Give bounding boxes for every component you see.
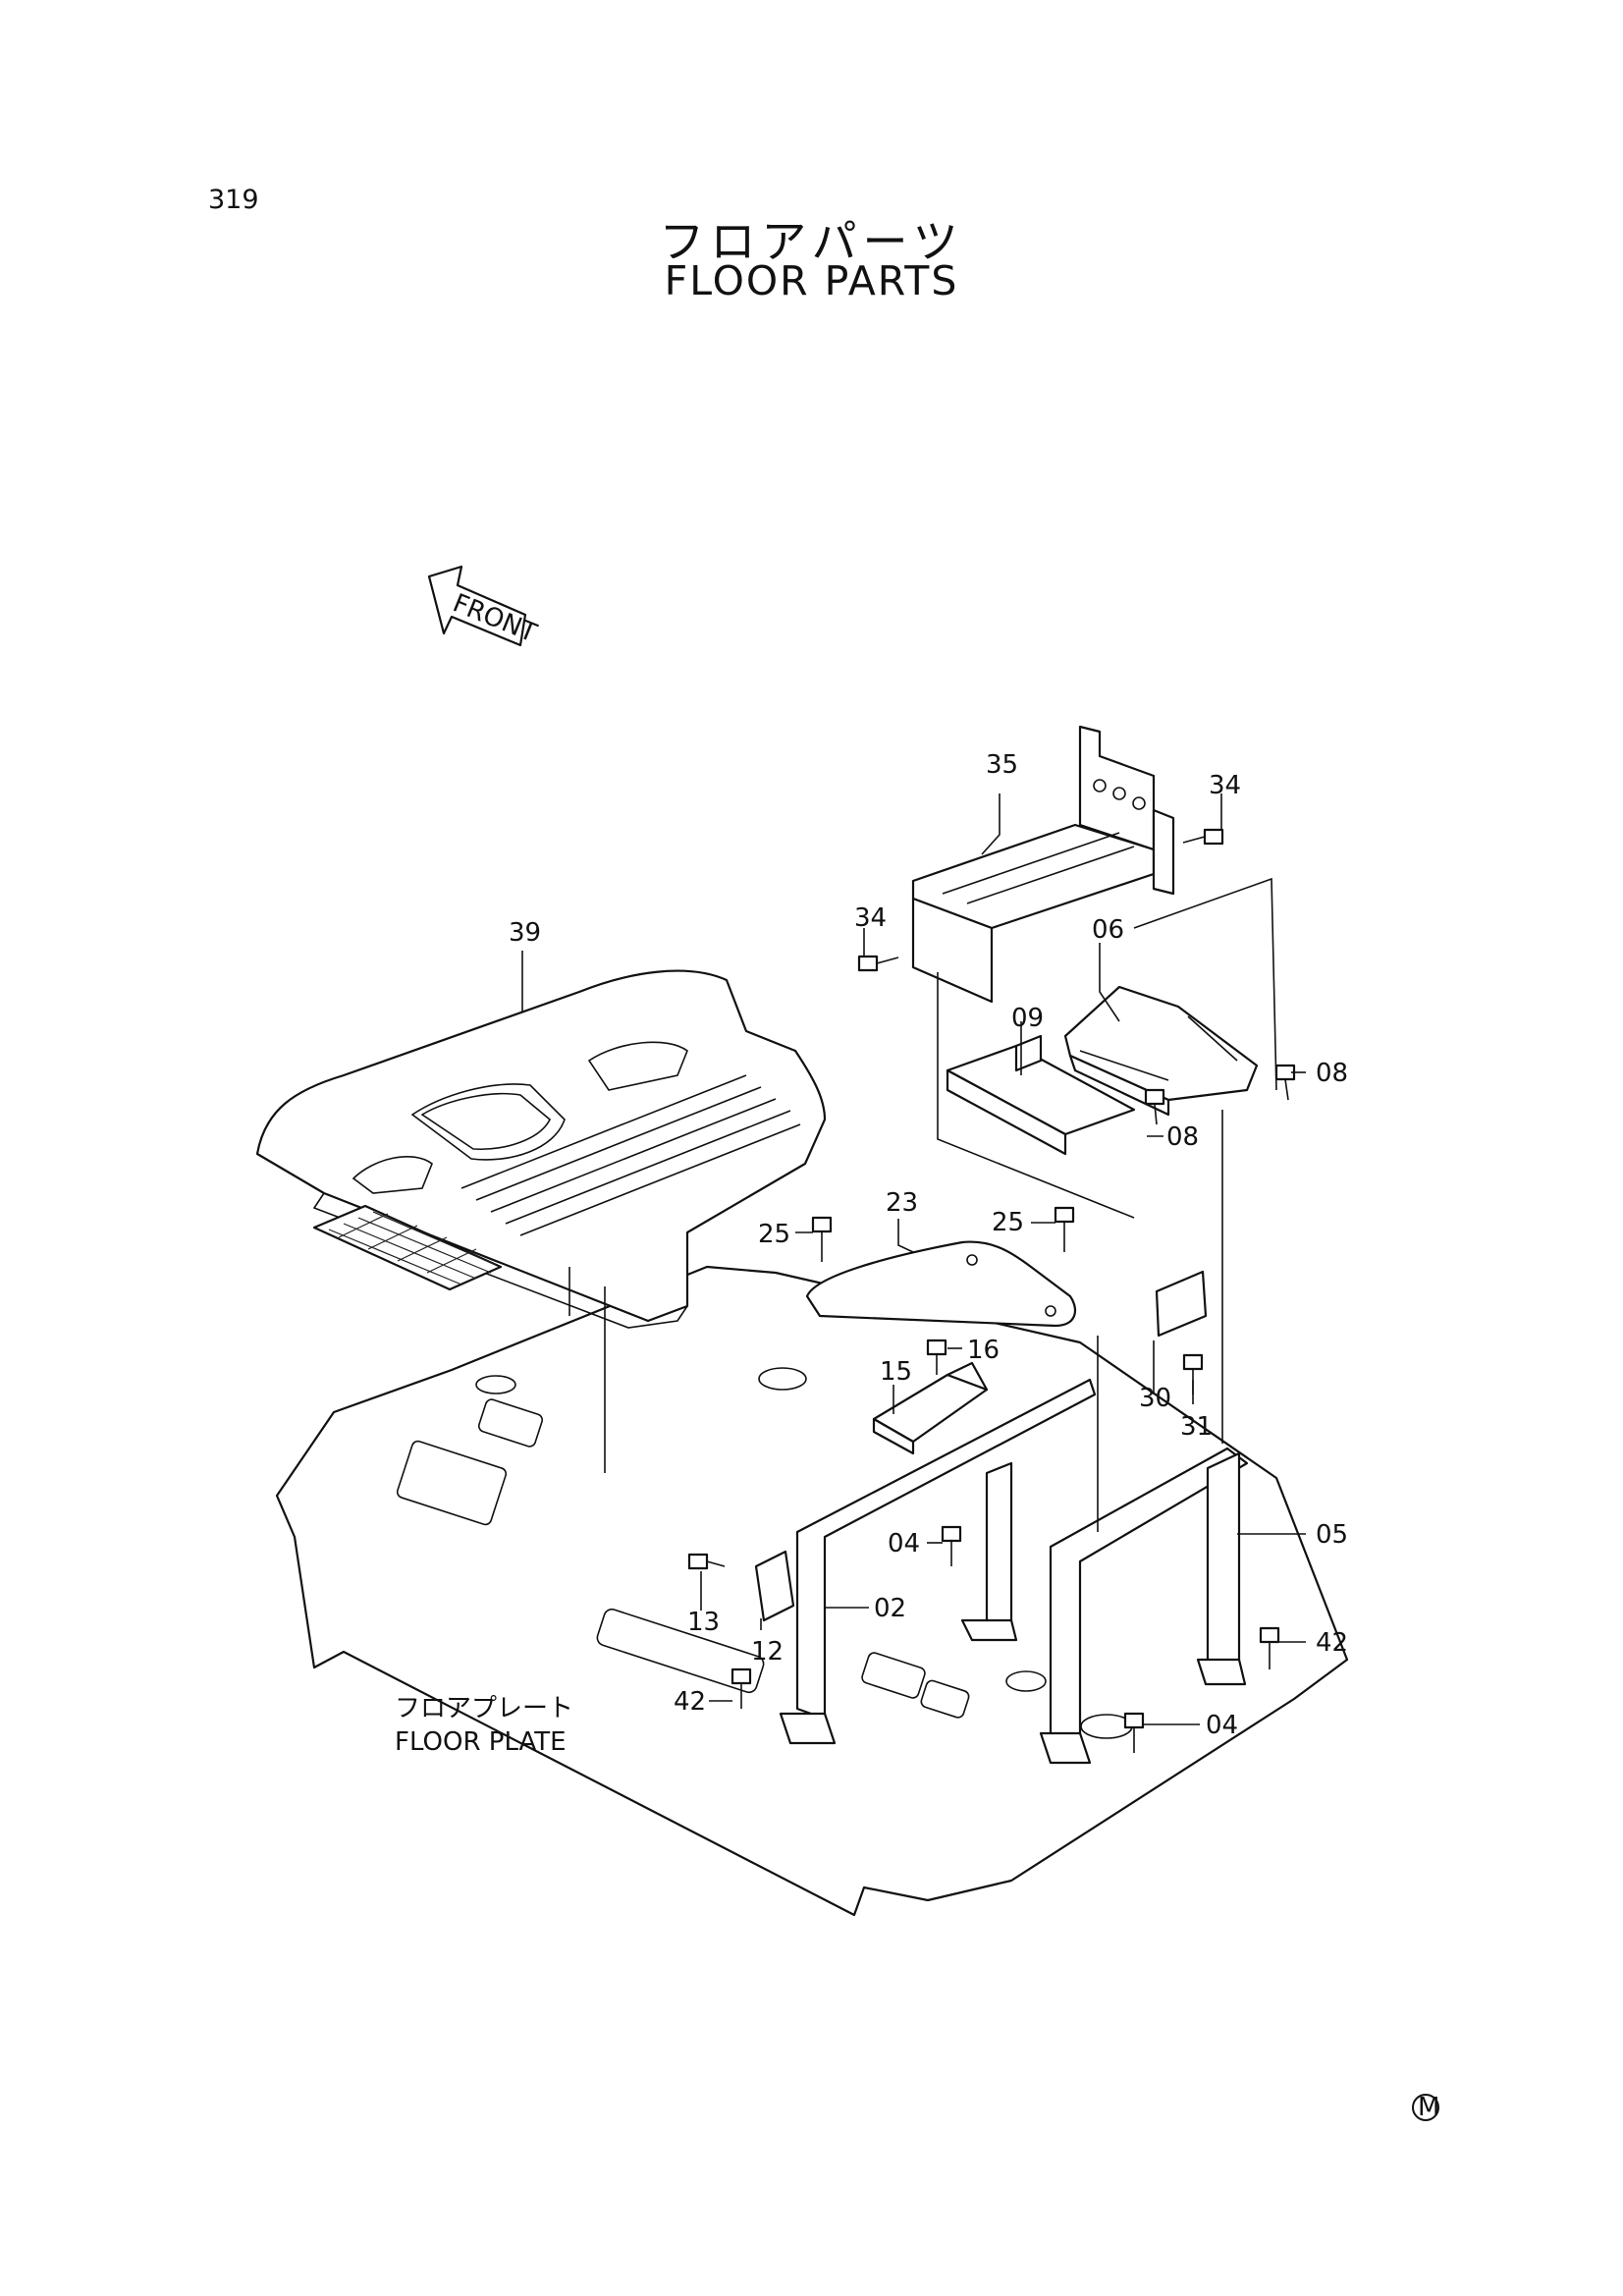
callout-04-lower: 04 (1206, 1711, 1238, 1740)
bracket-12 (754, 1550, 795, 1622)
bracket-15 (872, 1361, 989, 1455)
bolt-icon (1144, 1088, 1165, 1125)
callout-42-right: 42 (1316, 1628, 1348, 1658)
bolt-icon (730, 1667, 752, 1709)
front-label: FRONT (449, 588, 541, 648)
bolt-icon (1274, 1064, 1296, 1101)
callout-02: 02 (874, 1594, 906, 1623)
bracket-06 (1063, 985, 1259, 1117)
page-title-jp: フロアパーツ (659, 215, 964, 268)
callout-08-mid: 08 (1166, 1122, 1199, 1152)
floor-plate-label-en: FLOOR PLATE (395, 1727, 567, 1757)
bolt-icon (1054, 1206, 1075, 1252)
callout-34-left: 34 (854, 903, 887, 933)
frame-02 (779, 1378, 1097, 1745)
callout-23: 23 (886, 1188, 918, 1218)
callout-25-left: 25 (758, 1220, 790, 1249)
leader-lines (521, 793, 1306, 1725)
m-mark-icon: M (1412, 2093, 1439, 2122)
callout-15: 15 (880, 1357, 912, 1387)
bolt-icon (687, 1553, 726, 1570)
bolt-icon (941, 1525, 962, 1566)
callout-13: 13 (687, 1608, 720, 1637)
damper-30 (1155, 1270, 1208, 1338)
bolt-icon (1123, 1712, 1145, 1753)
frame-05 (1039, 1447, 1249, 1765)
front-arrow-icon: FRONT (427, 565, 541, 648)
plate-23 (805, 1240, 1077, 1328)
bolt-icon (926, 1339, 947, 1375)
callout-31: 31 (1180, 1412, 1213, 1442)
bolt-icon (857, 955, 899, 972)
floor-plate-label-jp: フロアプレート (395, 1694, 573, 1723)
m-mark-label: M (1418, 2093, 1439, 2122)
callout-39: 39 (509, 918, 541, 948)
callout-30: 30 (1139, 1384, 1171, 1413)
bolt-icon (811, 1216, 833, 1262)
callout-labels: 35 34 34 06 39 09 08 08 23 25 25 16 15 3… (509, 750, 1348, 1740)
bracket-09 (946, 1034, 1136, 1156)
callout-05: 05 (1316, 1520, 1348, 1550)
bolt-icons (687, 828, 1296, 1753)
callout-34-right: 34 (1209, 771, 1241, 800)
bolt-icon (1259, 1626, 1280, 1669)
bracket-35 (911, 725, 1175, 1004)
callout-04-upper: 04 (888, 1529, 920, 1558)
callout-12: 12 (751, 1637, 784, 1667)
callout-42-left: 42 (674, 1687, 706, 1717)
callout-35: 35 (986, 750, 1018, 780)
floor-mat (255, 969, 827, 1473)
callout-09: 09 (1011, 1004, 1044, 1033)
callout-25-right: 25 (992, 1208, 1024, 1237)
callout-06: 06 (1092, 915, 1124, 945)
callout-16: 16 (967, 1336, 1000, 1365)
page-title-en: FLOOR PARTS (664, 257, 959, 304)
bolt-icon (1182, 828, 1224, 846)
callout-08-right: 08 (1316, 1059, 1348, 1088)
page-number: 319 (208, 185, 259, 215)
